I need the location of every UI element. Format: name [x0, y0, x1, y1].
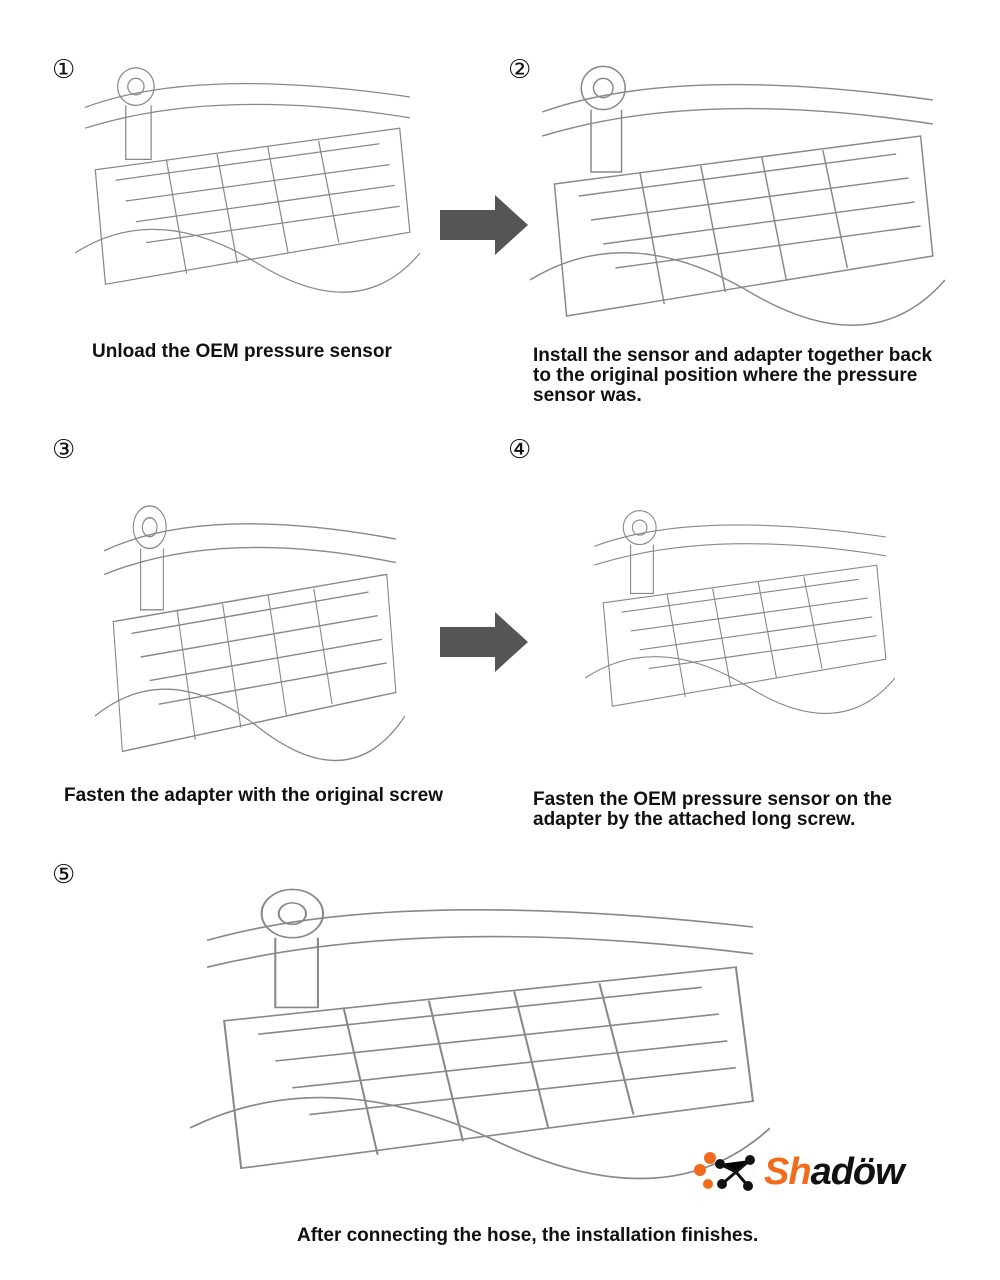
step-2-illustration	[529, 40, 946, 340]
logo-text-black: adöw	[810, 1150, 905, 1193]
logo-molecule-icon	[694, 1152, 755, 1191]
step-1-caption: Unload the OEM pressure sensor	[92, 341, 392, 362]
arrow-right-icon	[440, 195, 528, 255]
step-1-number: ①	[52, 55, 76, 85]
step-3-caption: Fasten the adapter with the original scr…	[64, 785, 444, 806]
step-5-number: ⑤	[52, 860, 76, 890]
step-4-caption: Fasten the OEM pressure sensor on the ad…	[533, 789, 892, 830]
step-1-illustration	[74, 45, 421, 305]
shadow-logo: Shadöw	[692, 1150, 905, 1194]
step-5-illustration	[189, 860, 771, 1195]
step-5-caption: After connecting the hose, the installat…	[297, 1225, 759, 1246]
arrow-right-icon	[440, 612, 528, 672]
step-2-number: ②	[508, 55, 532, 85]
step-4-number: ④	[508, 435, 532, 465]
step-4-illustration	[584, 490, 896, 725]
step-3-illustration	[94, 480, 406, 775]
logo-text-orange: Sh	[764, 1150, 812, 1193]
step-3-number: ③	[52, 435, 76, 465]
step-2-caption: Install the sensor and adapter together …	[533, 345, 933, 406]
